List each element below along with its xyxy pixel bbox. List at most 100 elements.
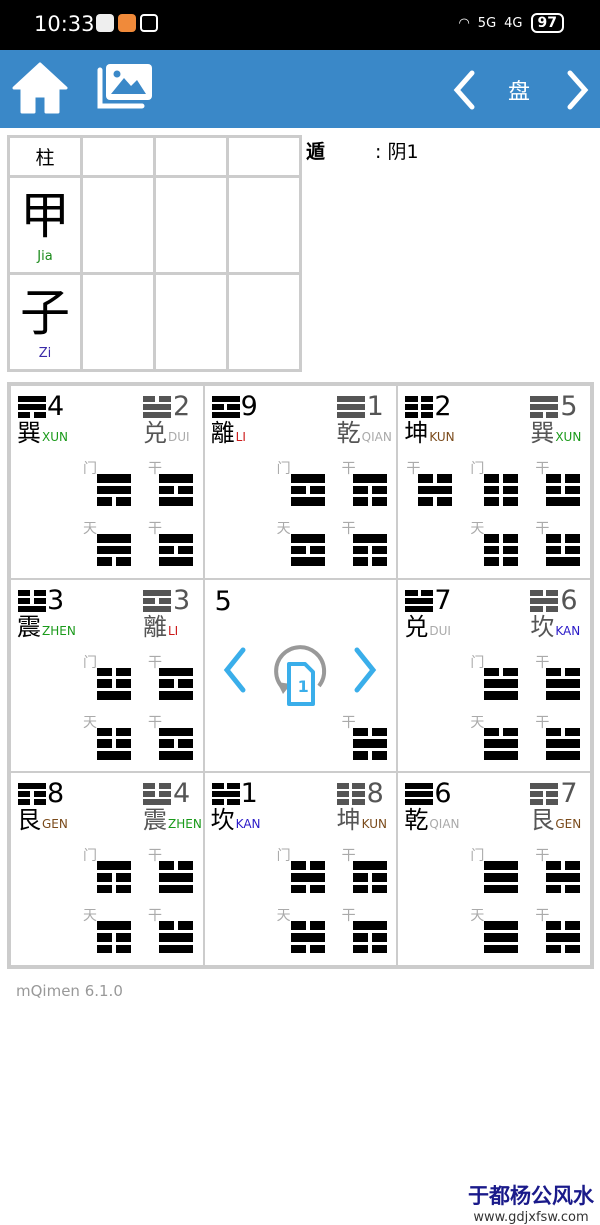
gan-label: 干 — [535, 908, 550, 925]
palace-name: 坎KAN — [211, 807, 261, 837]
secondary-trigram-icon — [336, 396, 365, 418]
secondary-trigram-icon — [530, 589, 559, 612]
palace-pinyin: ZHEN — [42, 623, 76, 638]
gan-trigram — [159, 474, 193, 506]
gan-trigram-lower — [159, 727, 193, 760]
gan-label: 干 — [148, 654, 162, 671]
secondary-pinyin: QIAN — [361, 430, 392, 444]
secondary-name: 乾QIAN — [337, 420, 392, 450]
tian-trigram — [290, 921, 325, 954]
tian-trigram — [484, 727, 519, 760]
gan-label: 干 — [341, 848, 356, 865]
gallery-icon[interactable] — [96, 62, 154, 112]
prev-page-icon[interactable] — [221, 646, 249, 694]
gan-label: 干 — [341, 908, 356, 925]
gan-trigram-lower — [159, 921, 193, 954]
men-label: 门 — [276, 461, 291, 477]
palace-name: 艮GEN — [17, 807, 68, 837]
palace-number: 5 — [214, 585, 232, 617]
secondary-char: 乾 — [336, 419, 361, 447]
palace-char: 震 — [17, 612, 41, 641]
palace-trigram-icon — [211, 783, 240, 806]
men-trigram — [97, 667, 131, 700]
prev-chevron-icon[interactable] — [452, 70, 476, 110]
secondary-number: 5 — [560, 391, 578, 422]
palace-trigram-icon — [18, 589, 46, 612]
palace-name: 乾QIAN — [404, 807, 459, 837]
secondary-char: 兑 — [143, 419, 167, 447]
secondary-trigram-icon — [143, 396, 171, 418]
gan-label: 干 — [148, 461, 162, 477]
gan-trigram-lower — [352, 727, 387, 760]
secondary-pinyin: ZHEN — [168, 817, 202, 832]
gan-label: 干 — [148, 848, 162, 865]
tian-label: 天 — [83, 908, 97, 925]
palace-trigram-icon — [211, 396, 240, 418]
palace-name: 兑DUI — [404, 614, 451, 644]
palace-name: 離LI — [211, 420, 246, 450]
gan-trigram-lower — [546, 727, 581, 760]
gan-trigram-lower — [546, 921, 581, 954]
home-icon[interactable] — [12, 62, 68, 114]
gan-label: 干 — [535, 714, 550, 731]
palace-trigram-icon — [18, 783, 46, 806]
palace-char: 離 — [210, 419, 235, 447]
palace-number: 9 — [240, 391, 258, 422]
palace-number: 2 — [434, 391, 452, 422]
palace-pinyin: QIAN — [429, 817, 460, 832]
palace-trigram-icon — [405, 783, 434, 806]
gan-label: 干 — [535, 848, 550, 865]
palace-number: 1 — [240, 778, 258, 810]
secondary-pinyin: KUN — [361, 817, 387, 832]
secondary-char: 艮 — [530, 806, 555, 835]
palace-name: 巽XUN — [17, 420, 68, 450]
men-label: 门 — [83, 461, 97, 477]
men-trigram — [484, 474, 519, 506]
wifi-icon: ◠ — [458, 15, 470, 31]
secondary-char: 離 — [143, 612, 167, 641]
next-page-icon[interactable] — [351, 646, 379, 694]
secondary-name: 坎KAN — [530, 614, 580, 644]
secondary-name: 離LI — [143, 614, 178, 644]
tian-label: 天 — [276, 521, 291, 537]
gan-trigram-lower — [159, 534, 193, 566]
gan-trigram — [159, 861, 193, 894]
secondary-trigram-icon — [530, 396, 559, 418]
extra-gan-trigram — [418, 474, 453, 506]
secondary-pinyin: LI — [168, 623, 179, 638]
gan-label: 干 — [535, 461, 550, 477]
palace-char: 巽 — [17, 419, 41, 447]
men-label: 门 — [470, 654, 485, 671]
palace-trigram-icon — [405, 396, 434, 418]
tian-label: 天 — [470, 521, 485, 537]
gan-label: 干 — [148, 714, 162, 731]
men-label: 门 — [470, 461, 485, 477]
gan-label: 干 — [535, 521, 550, 537]
tian-label: 天 — [83, 521, 97, 537]
gan-trigram — [159, 667, 193, 700]
next-chevron-icon[interactable] — [566, 70, 590, 110]
rotate-page-icon[interactable] — [271, 642, 331, 708]
palace-trigram-icon — [405, 589, 434, 612]
gan-trigram-lower — [352, 534, 387, 566]
status-time: 10:33 — [34, 12, 95, 36]
men-label: 门 — [276, 848, 291, 865]
nfc-icon — [140, 14, 158, 32]
men-trigram — [97, 861, 131, 894]
palace-char: 乾 — [404, 806, 429, 835]
tian-trigram — [484, 534, 519, 566]
gan-label: 干 — [148, 521, 162, 537]
